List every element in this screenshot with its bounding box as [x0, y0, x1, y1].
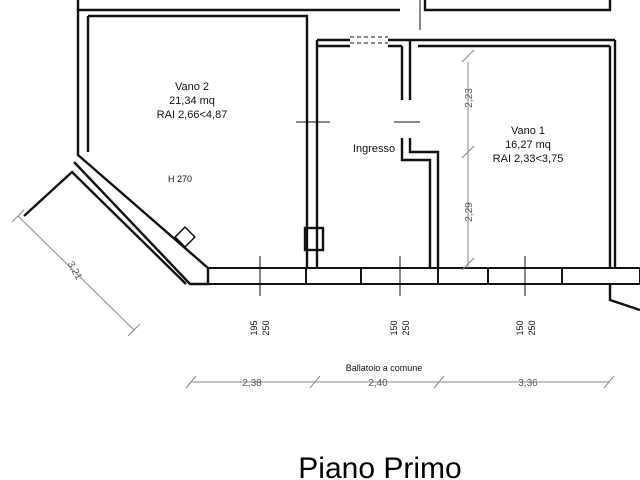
door-openings	[350, 36, 388, 44]
balcony-outline	[23, 170, 640, 312]
window-3-sill: 150	[515, 320, 525, 335]
walls	[73, 0, 617, 286]
window-3-height: 250	[527, 320, 537, 335]
vano2-outer-diagonal	[73, 161, 210, 286]
closet-niche	[303, 226, 325, 252]
vano2-top-inner	[88, 14, 309, 268]
dimension-lines	[11, 49, 615, 389]
vano2-name: Vano 2	[175, 81, 209, 93]
window-marks	[259, 0, 526, 296]
vano1-area: 16,27 mq	[505, 139, 551, 151]
vano1-right-wall	[608, 40, 617, 268]
vano2-rai: RAI 2,66<4,87	[157, 109, 228, 121]
ingresso-top-wall	[317, 38, 350, 48]
room-vano2: Vano 2 21,34 mq RAI 2,66<4,87 H 270	[157, 81, 228, 184]
window-2-height: 250	[401, 320, 411, 335]
window-1-height: 250	[261, 320, 271, 335]
dimension-bottom-3: 3,36	[518, 378, 538, 389]
window-label-2: 150 250	[389, 320, 411, 335]
floor-title: Piano Primo	[298, 452, 461, 480]
column-symbol	[174, 226, 196, 248]
top-wall-right	[423, 0, 612, 12]
dimension-vertical-lower: 2,29	[464, 202, 475, 222]
vano1-top-wall	[410, 38, 615, 48]
window-label-3: 150 250	[515, 320, 537, 335]
dimension-bottom-1: 2,38	[242, 378, 262, 389]
vano1-rai: RAI 2,33<3,75	[493, 153, 564, 165]
balcony-label: Ballatoio a comune	[346, 363, 423, 373]
vano2-height: H 270	[168, 174, 192, 184]
bottom-wall-blocks	[208, 267, 640, 285]
dimension-diagonal: 3,21	[65, 260, 84, 283]
room-vano1: Vano 1 16,27 mq RAI 2,33<3,75	[493, 125, 564, 165]
ingresso-name: Ingresso	[353, 143, 395, 155]
vano2-area: 21,34 mq	[169, 95, 215, 107]
vano2-left-wall	[76, 10, 209, 269]
window-2-sill: 150	[389, 320, 399, 335]
ingresso-top-right	[388, 38, 410, 48]
dimension-bottom-2: 2,40	[368, 378, 388, 389]
window-1-sill: 195	[249, 320, 259, 335]
partition-lower	[400, 138, 440, 268]
partition-wall	[400, 40, 412, 100]
top-wall	[76, 0, 400, 12]
dimension-vertical-upper: 2,23	[464, 88, 475, 108]
vano1-name: Vano 1	[511, 125, 545, 137]
window-label-1: 195 250	[249, 320, 271, 335]
